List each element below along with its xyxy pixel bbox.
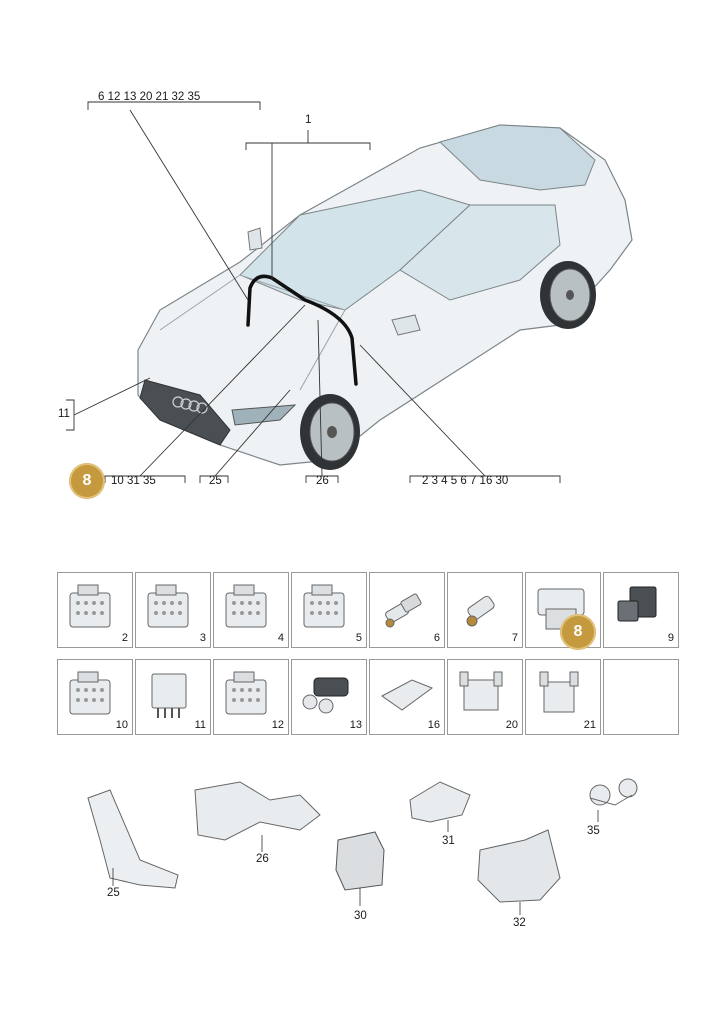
- part-25-shape: [87, 789, 179, 889]
- car-grille: [139, 379, 231, 446]
- connector-icon: [225, 584, 267, 628]
- grid-row-1: 2 3 4 5 6 7 9: [57, 572, 681, 648]
- grid-cell-number: 2: [121, 632, 128, 644]
- dark-connector-icon: [617, 586, 657, 622]
- callout-left: 11: [58, 408, 70, 420]
- grid-cell-number: 4: [277, 632, 284, 644]
- grid-cell-13[interactable]: 13: [291, 659, 367, 735]
- part-26-shape: [194, 781, 321, 841]
- grid-cell-number: 11: [194, 719, 206, 731]
- badge-grid[interactable]: 8: [560, 614, 596, 650]
- grid-cell-number: 3: [199, 632, 206, 644]
- grid-cell-20[interactable]: 20: [447, 659, 523, 735]
- front-wheel: [300, 394, 360, 470]
- part-32-label: 32: [513, 917, 526, 929]
- grid-cell-6[interactable]: 6: [369, 572, 445, 648]
- connector-icon: [69, 671, 111, 715]
- grid-cell-7[interactable]: 7: [447, 572, 523, 648]
- callout-top-left: 6 12 13 20 21 32 35: [98, 91, 201, 103]
- wiring-harness: [246, 274, 358, 386]
- coax-connector-icon: [302, 677, 349, 714]
- callout-bottom-a: 10 31 35: [111, 475, 156, 487]
- rear-wheel: [540, 261, 596, 329]
- part-31-label: 31: [442, 835, 455, 847]
- grid-cell-2[interactable]: 2: [57, 572, 133, 648]
- grid-cell-number: 7: [511, 632, 518, 644]
- connector-icon: [147, 584, 189, 628]
- grid-cell-9[interactable]: 9: [603, 572, 679, 648]
- grid-cell-number: 21: [583, 719, 596, 731]
- grid-cell-5[interactable]: 5: [291, 572, 367, 648]
- grid-cell-number: 5: [355, 632, 362, 644]
- part-35-shape: [589, 778, 638, 806]
- audi-rings: [172, 396, 208, 414]
- grid-cell-10[interactable]: 10: [57, 659, 133, 735]
- connector-icon: [303, 584, 345, 628]
- grid-cell-number: 16: [427, 719, 440, 731]
- grid-cell-empty: [603, 659, 679, 735]
- loose-parts: [87, 778, 638, 915]
- part-32-shape: [477, 829, 561, 903]
- callout-top-center: 1: [305, 114, 312, 126]
- housing-icon: [537, 588, 585, 630]
- grid-cell-number: 12: [271, 719, 284, 731]
- bracket-icon: [459, 671, 503, 711]
- plug-icon: [385, 593, 422, 628]
- car-illustration: [66, 101, 633, 483]
- car-roof-glass: [439, 124, 596, 191]
- connector-icon: [69, 584, 111, 628]
- pin-header-icon: [151, 673, 187, 718]
- part-30-shape: [335, 831, 385, 891]
- grid-cell-number: 9: [667, 632, 674, 644]
- grid-cell-number: 13: [349, 719, 362, 731]
- part-30-label: 30: [354, 910, 367, 922]
- grid-cell-number: 20: [505, 719, 518, 731]
- grid-cell-12[interactable]: 12: [213, 659, 289, 735]
- bracket-icon: [539, 671, 579, 713]
- connector-icon: [225, 671, 267, 715]
- car-side-window: [399, 204, 561, 301]
- part-26-label: 26: [256, 853, 269, 865]
- grid-cell-number: 10: [115, 719, 128, 731]
- grid-cell-16[interactable]: 16: [369, 659, 445, 735]
- part-25-label: 25: [107, 887, 120, 899]
- badge-main[interactable]: 8: [69, 463, 105, 499]
- plug-icon: [466, 595, 495, 627]
- grid-cell-3[interactable]: 3: [135, 572, 211, 648]
- callout-bottom-b: 25: [209, 475, 222, 487]
- grid-row-2: 10 11 12 13 16 20 21: [57, 659, 681, 735]
- car-headlight: [231, 404, 297, 426]
- grid-cell-11[interactable]: 11: [135, 659, 211, 735]
- callout-bottom-c: 26: [316, 475, 329, 487]
- flat-connector-icon: [381, 679, 434, 711]
- grid-cell-21[interactable]: 21: [525, 659, 601, 735]
- car-mirror: [391, 314, 421, 336]
- grid-cell-4[interactable]: 4: [213, 572, 289, 648]
- grid-cell-number: 6: [433, 632, 440, 644]
- callout-bottom-d: 2 3 4 5 6 7 16 30: [422, 475, 509, 487]
- part-31-shape: [409, 781, 471, 823]
- connector-grid: 2 3 4 5 6 7 9: [57, 572, 679, 735]
- part-35-label: 35: [587, 825, 600, 837]
